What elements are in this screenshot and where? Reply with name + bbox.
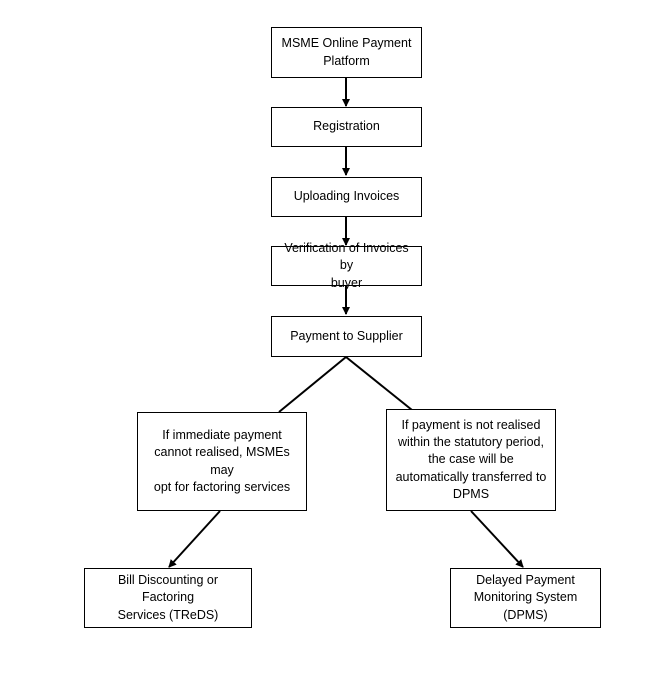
node-uploading-invoices-label: Uploading Invoices (293, 189, 400, 204)
node-online-payment-platform: MSME Online Payment Platform (271, 27, 422, 78)
node-immediate-payment-condition-label: If immediate payment cannot realised, MS… (153, 428, 291, 494)
node-payment-to-supplier-label: Payment to Supplier (290, 328, 403, 343)
node-treds: Bill Discounting or Factoring Services (… (84, 568, 252, 628)
node-immediate-payment-condition: If immediate payment cannot realised, MS… (137, 412, 307, 511)
node-statutory-period-condition: If payment is not realised within the st… (386, 409, 556, 511)
node-statutory-period-condition-label: If payment is not realised within the st… (395, 417, 547, 501)
node-verification-of-invoices: Verification of Invoices by buyer (271, 241, 422, 290)
node-uploading-invoices: Uploading Invoices (271, 177, 422, 217)
node-treds-label: Bill Discounting or Factoring Services (… (117, 573, 219, 622)
connectors (168, 78, 524, 568)
node-registration: Registration (271, 107, 422, 147)
line-payment-to-statutory (345, 356, 413, 411)
arrow-immediate-to-treds (168, 510, 221, 568)
node-registration-label: Registration (313, 119, 380, 134)
node-dpms: Delayed Payment Monitoring System (DPMS) (450, 568, 601, 628)
node-dpms-label: Delayed Payment Monitoring System (DPMS) (473, 573, 578, 622)
line-payment-to-immediate (278, 356, 347, 413)
arrow-statutory-to-dpms (470, 510, 524, 568)
node-online-payment-platform-label: MSME Online Payment Platform (281, 36, 412, 68)
node-payment-to-supplier: Payment to Supplier (271, 316, 422, 357)
node-verification-of-invoices-label: Verification of Invoices by buyer (284, 241, 409, 290)
